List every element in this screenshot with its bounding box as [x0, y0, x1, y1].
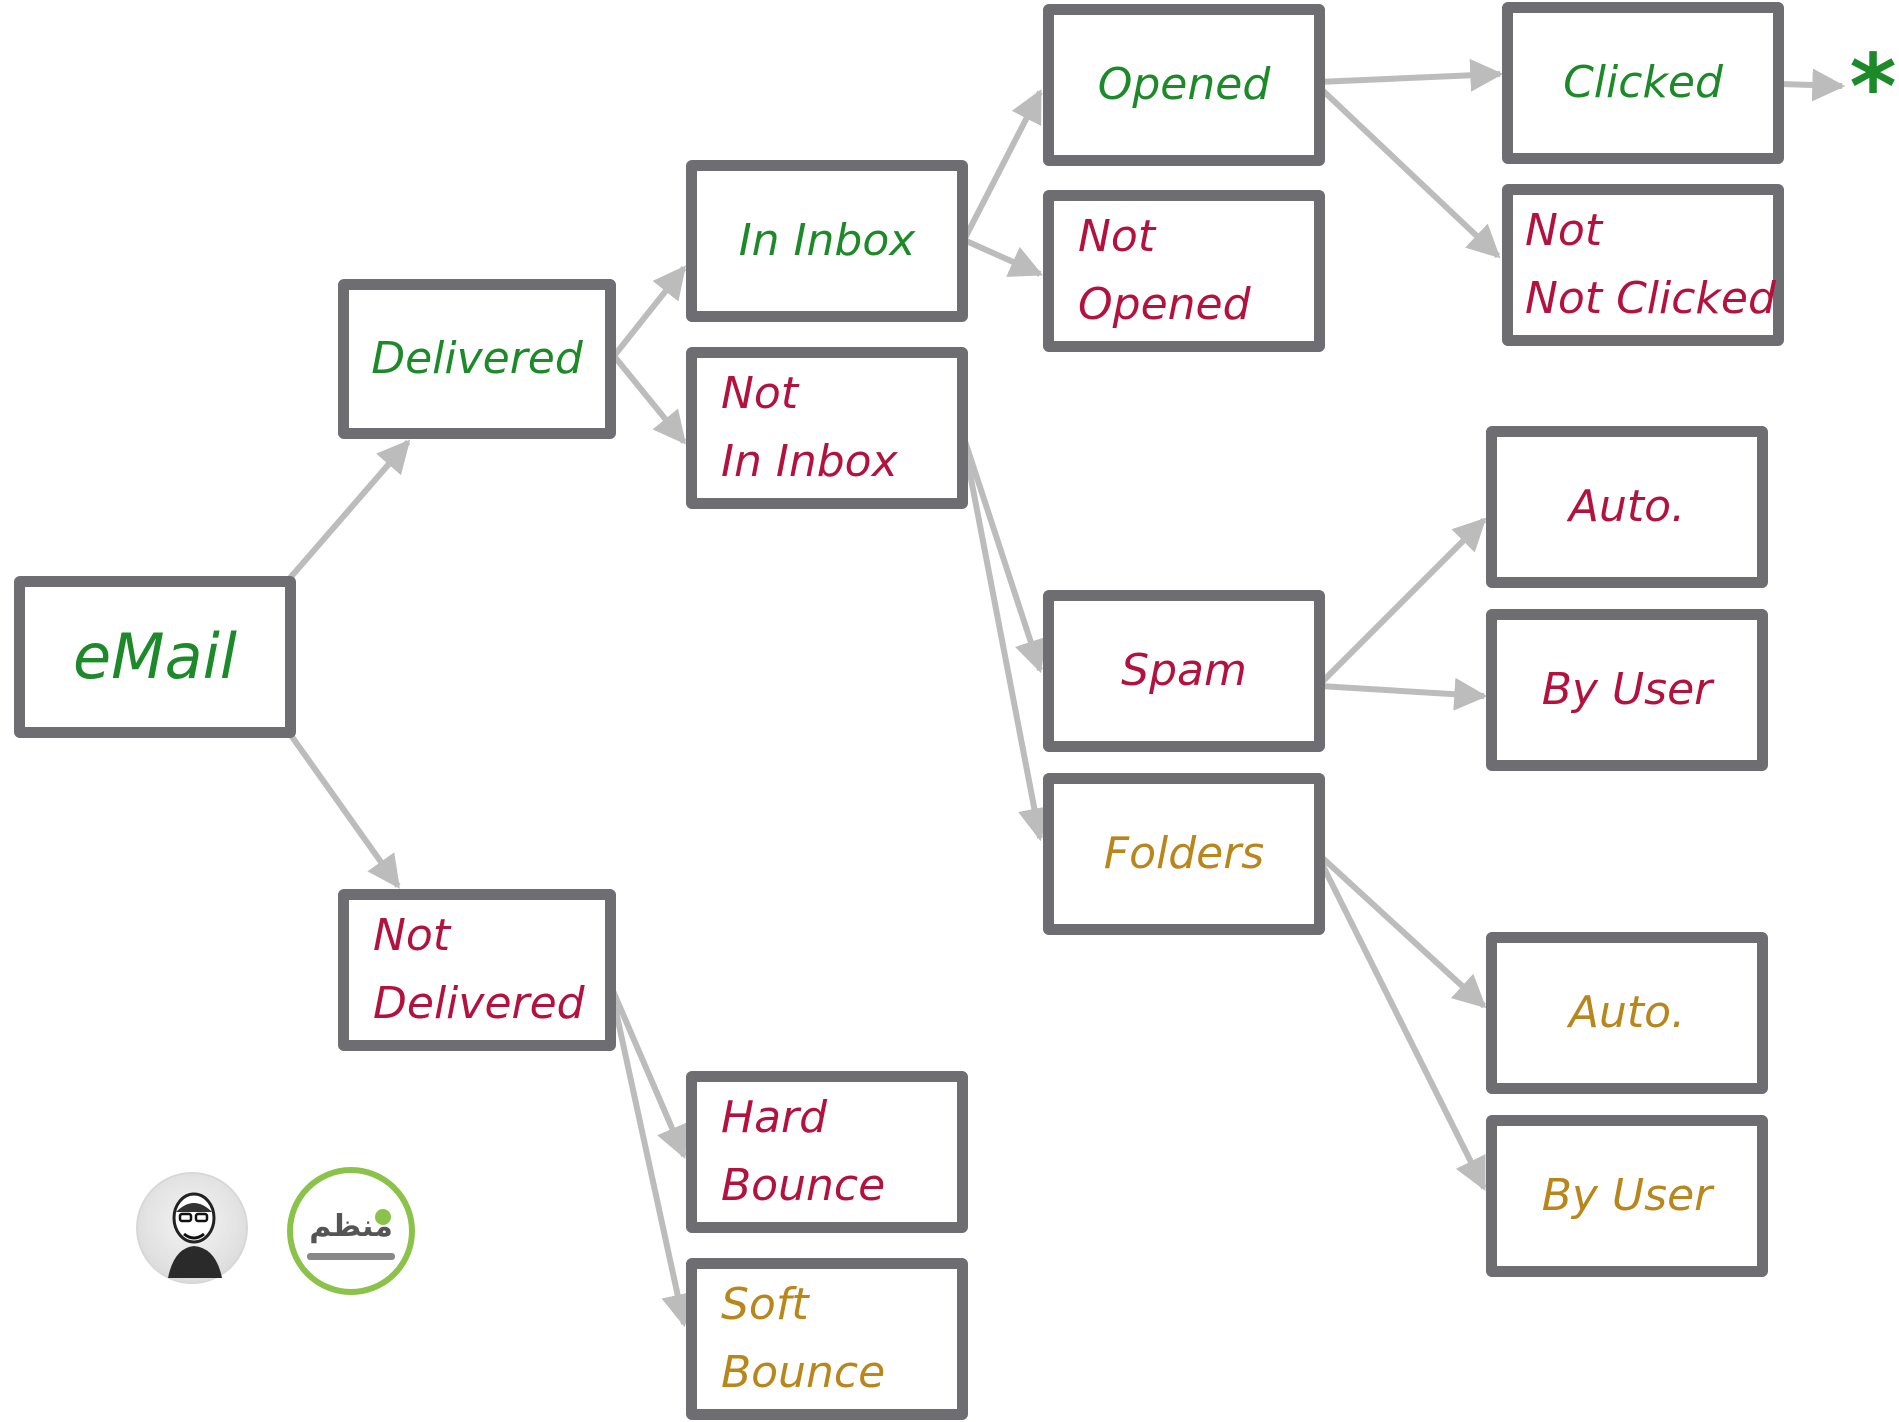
- node-spam-label: Spam: [1121, 644, 1247, 696]
- node-not-delivered: Not Delivered: [338, 889, 616, 1051]
- arrow-not-delivered-to-soft-bounce: [607, 983, 694, 1328]
- brand-logo-bar: [307, 1253, 395, 1260]
- node-not-opened-line-2: Opened: [1078, 279, 1251, 330]
- node-folders-auto-label: Auto.: [1568, 986, 1686, 1038]
- arrow-folders-to-folders-auto: [1313, 849, 1487, 1009]
- node-clicked: Clicked: [1502, 2, 1784, 164]
- node-not-clicked: Not Not Clicked: [1502, 184, 1784, 346]
- node-folders-by-user-label: By User: [1541, 1169, 1713, 1221]
- node-not-clicked-line-2: Not Clicked: [1525, 273, 1776, 324]
- arrows-layer: [287, 58, 1846, 1328]
- node-delivered-label: Delivered: [371, 332, 583, 384]
- node-in-inbox: In Inbox: [686, 160, 968, 322]
- arrow-in-inbox-to-not-opened: [962, 237, 1044, 277]
- arrow-folders-to-folders-by-user: [1313, 850, 1487, 1191]
- end-marker-star: *: [1849, 35, 1896, 140]
- arrow-delivered-to-in-inbox: [611, 265, 687, 358]
- node-not-opened-line-1: Not: [1078, 210, 1156, 262]
- author-avatar: [136, 1172, 248, 1284]
- node-not-delivered-line-1: Not: [373, 909, 451, 961]
- node-folders-label: Folders: [1103, 827, 1265, 879]
- node-email: eMail: [14, 576, 296, 738]
- brand-logo: منظم: [287, 1167, 415, 1295]
- node-folders-by-user: By User: [1486, 1115, 1768, 1277]
- node-not-opened: Not Opened: [1043, 190, 1325, 352]
- node-spam: Spam: [1043, 590, 1325, 752]
- node-clicked-label: Clicked: [1563, 56, 1723, 108]
- node-hard-bounce: Hard Bounce: [686, 1071, 968, 1233]
- arrow-spam-to-spam-auto: [1317, 517, 1487, 687]
- arrow-opened-to-clicked: [1317, 58, 1504, 92]
- node-hard-bounce-line-2: Bounce: [721, 1160, 886, 1211]
- portrait-icon: [168, 1192, 222, 1278]
- arrow-in-inbox-to-opened: [961, 89, 1043, 242]
- node-opened-label: Opened: [1097, 58, 1271, 110]
- brand-logo-dot: [375, 1209, 391, 1225]
- node-not-in-inbox-line-1: Not: [721, 367, 799, 419]
- arrow-not-in-inbox-to-folders: [959, 431, 1051, 842]
- node-spam-by-user-label: By User: [1541, 663, 1713, 715]
- node-email-label: eMail: [72, 619, 238, 693]
- arrow-delivered-to-not-in-inbox: [611, 354, 687, 445]
- arrow-email-to-not-delivered: [287, 732, 401, 889]
- node-opened: Opened: [1043, 4, 1325, 166]
- arrow-clicked-to-end-marker: [1781, 68, 1846, 102]
- node-spam-auto-label: Auto.: [1568, 480, 1686, 532]
- node-hard-bounce-line-1: Hard: [721, 1091, 828, 1143]
- arrow-email-to-delivered: [287, 439, 411, 580]
- node-spam-by-user: By User: [1486, 609, 1768, 771]
- node-soft-bounce-line-2: Bounce: [721, 1347, 886, 1398]
- node-soft-bounce: Soft Bounce: [686, 1258, 968, 1420]
- node-not-clicked-line-1: Not: [1525, 204, 1603, 256]
- arrow-opened-to-not-clicked: [1315, 83, 1501, 259]
- node-folders: Folders: [1043, 773, 1325, 935]
- arrow-spam-to-spam-by-user: [1319, 677, 1488, 711]
- node-not-in-inbox-line-2: In Inbox: [721, 436, 898, 487]
- node-folders-auto: Auto.: [1486, 932, 1768, 1094]
- node-in-inbox-label: In Inbox: [738, 214, 916, 266]
- node-not-in-inbox: Not In Inbox: [686, 347, 968, 509]
- node-delivered: Delivered: [338, 279, 616, 439]
- node-soft-bounce-line-1: Soft: [721, 1278, 809, 1330]
- node-spam-auto: Auto.: [1486, 426, 1768, 588]
- brand-logo-wordmark: منظم: [309, 1209, 393, 1244]
- arrow-not-delivered-to-hard-bounce: [607, 982, 688, 1160]
- arrow-not-in-inbox-to-spam: [959, 431, 1047, 674]
- node-not-delivered-line-2: Delivered: [373, 978, 585, 1029]
